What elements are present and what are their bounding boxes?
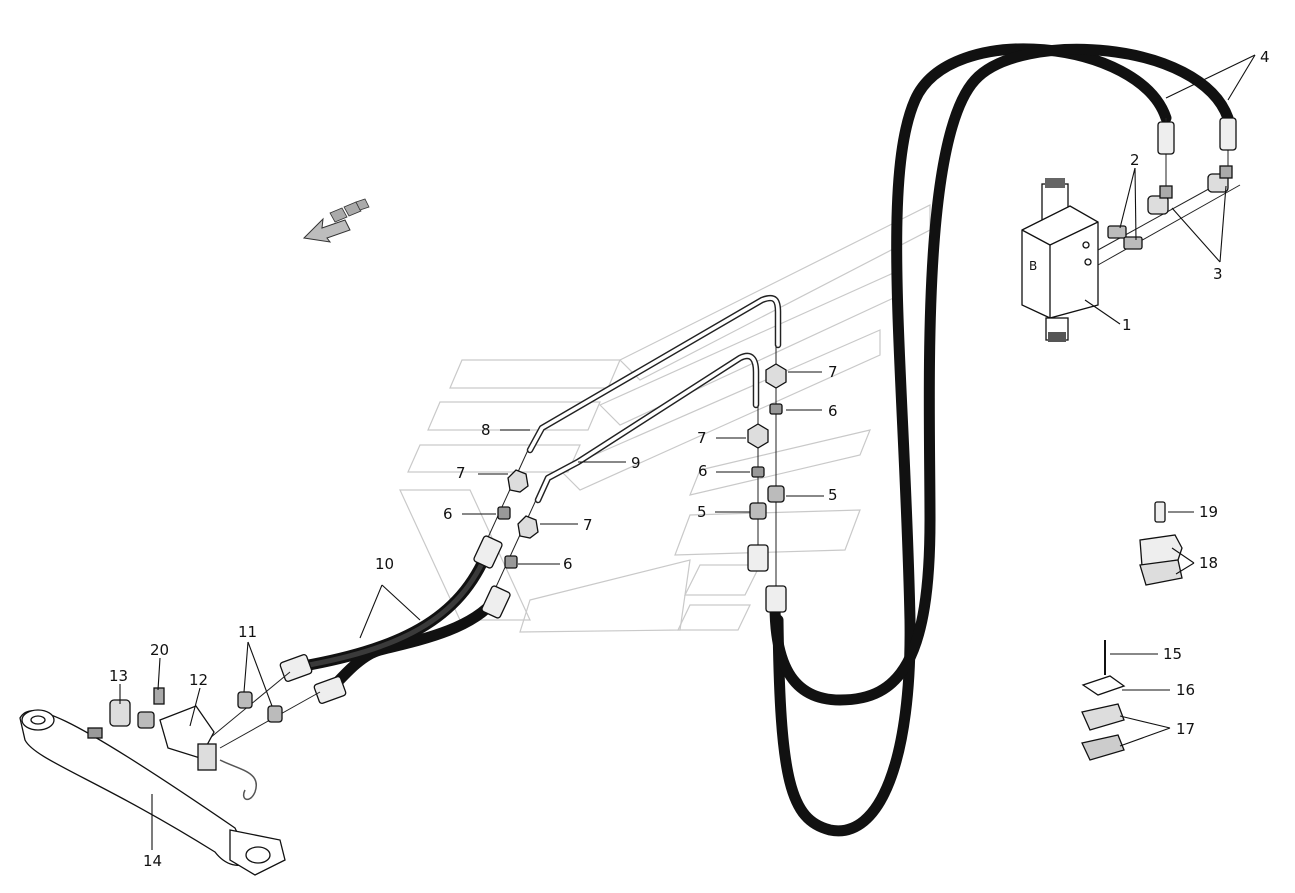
label-part-19: 19: [1199, 503, 1218, 521]
label-part-4: 4: [1260, 48, 1270, 66]
label-part-7-lower: 7: [583, 516, 593, 534]
clamp-parts: [1081, 501, 1183, 761]
hose-4-pair: [769, 43, 1234, 837]
label-part-14: 14: [143, 852, 162, 870]
label-part-7-upper: 7: [828, 363, 838, 381]
label-part-18: 18: [1199, 554, 1218, 572]
cylinder-assembly: [19, 671, 321, 876]
label-part-2: 2: [1130, 151, 1140, 169]
label-part-7-left: 7: [456, 464, 466, 482]
label-part-3: 3: [1213, 265, 1223, 283]
label-part-6-lower: 6: [563, 555, 573, 573]
label-part-16: 16: [1176, 681, 1195, 699]
label-part-10: 10: [375, 555, 394, 573]
label-part-8: 8: [481, 421, 491, 439]
hose-10-pair: [279, 535, 511, 704]
label-part-6-mid: 6: [698, 462, 708, 480]
label-part-15: 15: [1163, 645, 1182, 663]
direction-arrow-icon: [302, 198, 370, 243]
label-part-5-right: 5: [828, 486, 838, 504]
part-number-labels: 1 2 3 4 5 5 6 6 6 6 7 7 7 7 8 9 10 11 12…: [109, 48, 1270, 870]
label-part-13: 13: [109, 667, 128, 685]
label-part-7-mid: 7: [697, 429, 707, 447]
valve-port-b-mark: B: [1029, 259, 1037, 273]
label-part-11: 11: [238, 623, 257, 641]
label-part-9: 9: [631, 454, 641, 472]
label-part-5-left: 5: [697, 503, 707, 521]
rigid-pipes: [526, 294, 782, 504]
control-valve-block: B: [1021, 178, 1099, 342]
label-part-6-upper: 6: [828, 402, 838, 420]
label-part-6-left: 6: [443, 505, 453, 523]
label-part-12: 12: [189, 671, 208, 689]
fitting-stacks: [479, 345, 787, 613]
label-part-20: 20: [150, 641, 169, 659]
label-part-17: 17: [1176, 720, 1195, 738]
label-part-1: 1: [1122, 316, 1132, 334]
valve-fittings: [1097, 117, 1241, 266]
leader-lines: [119, 54, 1256, 850]
